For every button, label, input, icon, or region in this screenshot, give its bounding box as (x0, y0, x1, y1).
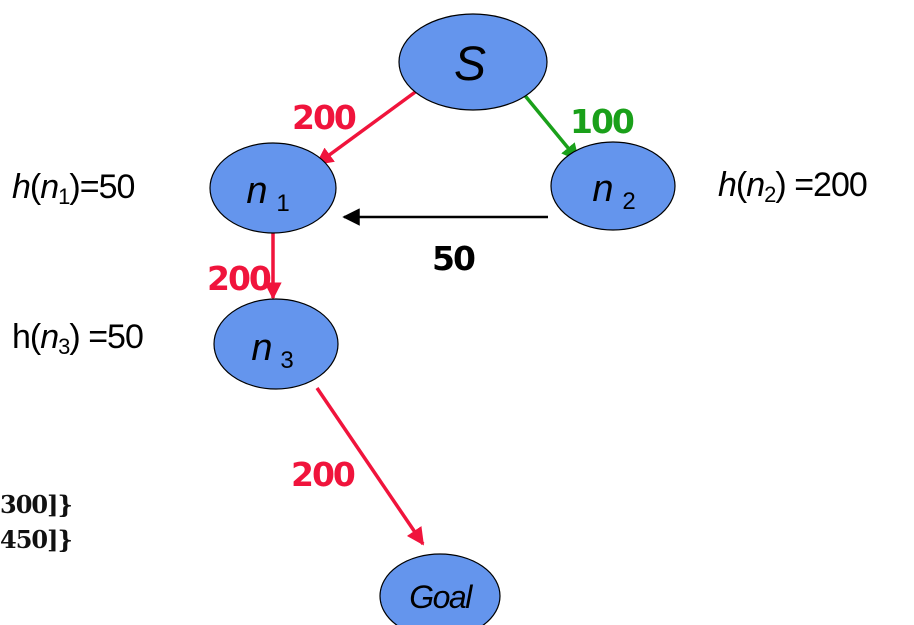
node-n3-subscript: 3 (280, 347, 293, 374)
heuristic-n1-node: n (40, 168, 59, 206)
node-n1-subscript: 1 (276, 190, 289, 217)
heuristic-n1-value: =50 (79, 168, 136, 206)
edge-label-n1-n3: 200 (207, 259, 271, 298)
heuristic-n2-open: ( (735, 166, 747, 204)
cut-off-text-line-1: 300]} (0, 490, 73, 519)
node-n2-label: n (592, 168, 613, 210)
edge-s-n1 (315, 88, 420, 166)
node-s-label: S (454, 38, 486, 91)
heuristic-n2-node: n (746, 166, 765, 204)
node-goal-label: Goal (409, 579, 473, 615)
edge-label-n2-n1: 50 (432, 239, 475, 278)
heuristic-n3: h(n3) =50 (12, 318, 144, 360)
edge-label-s-n2: 100 (570, 102, 634, 141)
heuristic-n3-open: ( (29, 318, 41, 356)
node-n3: n 3 (213, 298, 339, 390)
heuristic-n1-sub: 1 (58, 184, 70, 209)
edge-label-n3-goal: 200 (291, 455, 355, 494)
heuristic-n3-sub: 3 (58, 334, 70, 359)
node-s: S (398, 13, 548, 111)
heuristic-n2-sub: 2 (764, 182, 776, 207)
node-n3-label: n (251, 327, 272, 369)
edge-label-s-n1: 200 (292, 98, 356, 137)
heuristic-n1: h(n1)=50 (12, 168, 136, 210)
heuristic-n3-func: h (12, 318, 31, 356)
node-goal: Goal (379, 553, 501, 625)
node-n2: n 2 (550, 141, 676, 231)
heuristic-n2-func: h (718, 166, 737, 204)
node-n1: n 1 (209, 142, 337, 234)
heuristic-n2-close: ) (775, 166, 786, 204)
heuristic-n3-close: ) (69, 318, 80, 356)
heuristic-n1-func: h (12, 168, 31, 206)
heuristic-n2-value: =200 (785, 166, 868, 204)
heuristic-n1-open: ( (29, 168, 41, 206)
heuristic-n2: h(n2) =200 (718, 166, 868, 208)
heuristic-n3-node: n (40, 318, 59, 356)
edge-n3-goal (315, 387, 425, 546)
edge-s-n2 (520, 90, 580, 162)
node-n2-subscript: 2 (622, 188, 635, 215)
heuristic-n1-close: ) (69, 168, 80, 206)
node-n1-label: n (246, 170, 267, 212)
heuristic-n3-value: =50 (79, 318, 144, 356)
cut-off-text-line-2: 450]} (0, 525, 73, 554)
